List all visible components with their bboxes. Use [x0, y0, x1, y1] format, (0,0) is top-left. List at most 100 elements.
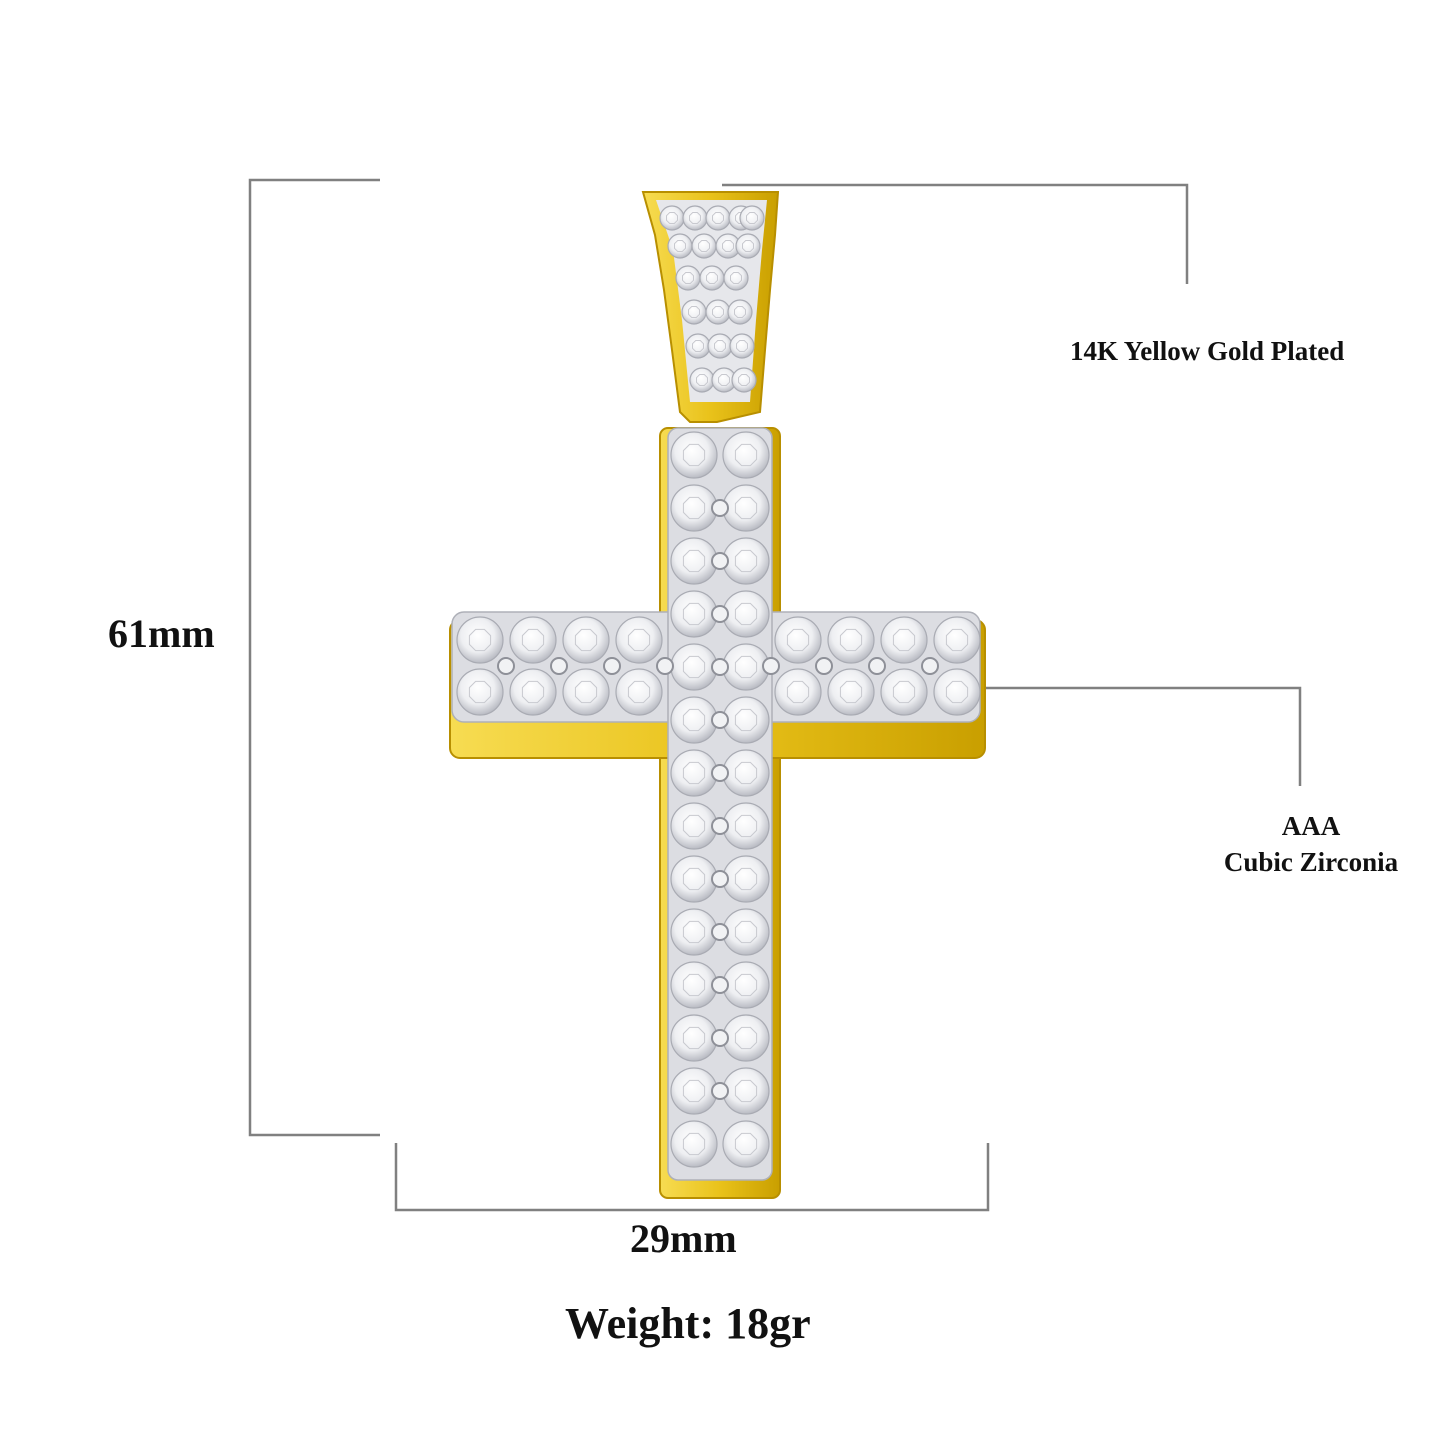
prong [711, 764, 729, 782]
stone [722, 484, 770, 532]
stone-leader-line [860, 686, 1302, 786]
stone-type: Cubic Zirconia [1223, 847, 1399, 877]
stone [722, 1014, 770, 1062]
stone [615, 616, 663, 664]
bail-stones [659, 205, 765, 393]
stone [670, 1067, 718, 1115]
stone [705, 299, 731, 325]
stone [509, 668, 557, 716]
stone [707, 333, 733, 359]
stone [731, 367, 757, 393]
prong [711, 605, 729, 623]
prong [815, 657, 833, 675]
stone [670, 961, 718, 1009]
height-dimension-line [248, 178, 380, 1137]
dimension-lines [248, 178, 1302, 1212]
stone [670, 696, 718, 744]
prong [711, 1082, 729, 1100]
stone [711, 367, 737, 393]
stone [705, 205, 731, 231]
prong [711, 1029, 729, 1047]
stone [675, 265, 701, 291]
stone [456, 668, 504, 716]
prong [762, 657, 780, 675]
prong [921, 657, 939, 675]
stone [509, 616, 557, 664]
width-label: 29mm [630, 1216, 737, 1261]
prong [711, 923, 729, 941]
plating-label: 14K Yellow Gold Plated [1070, 336, 1345, 366]
weight-label: Weight: 18gr [565, 1299, 811, 1348]
stone [722, 802, 770, 850]
stone [880, 616, 928, 664]
stone [735, 233, 761, 259]
stone [670, 590, 718, 638]
cross-stones [456, 431, 981, 1168]
stone [722, 1067, 770, 1115]
stone-label: AAA Cubic Zirconia [1206, 808, 1416, 880]
stone [722, 537, 770, 585]
stone [723, 265, 749, 291]
stone [729, 333, 755, 359]
prong [711, 870, 729, 888]
stone [827, 616, 875, 664]
stone [722, 855, 770, 903]
stone [670, 537, 718, 585]
stone [739, 205, 765, 231]
stone [670, 908, 718, 956]
stone [722, 1120, 770, 1168]
stone [562, 616, 610, 664]
stone [722, 696, 770, 744]
stone [685, 333, 711, 359]
stone [691, 233, 717, 259]
prong [550, 657, 568, 675]
stone [670, 643, 718, 691]
width-dimension-line [394, 1143, 990, 1212]
height-label: 61mm [108, 611, 215, 656]
stone [722, 590, 770, 638]
stone [727, 299, 753, 325]
stone [774, 668, 822, 716]
prong [711, 711, 729, 729]
stone [699, 265, 725, 291]
prong [711, 658, 729, 676]
stone [682, 205, 708, 231]
bail [641, 191, 780, 423]
stone [880, 668, 928, 716]
stone [933, 668, 981, 716]
stone [722, 961, 770, 1009]
stone [670, 1014, 718, 1062]
stone [670, 855, 718, 903]
stone [670, 431, 718, 479]
stone [456, 616, 504, 664]
prong [711, 976, 729, 994]
plating-leader-line [722, 183, 1189, 284]
stone [827, 668, 875, 716]
stone [774, 616, 822, 664]
prong [868, 657, 886, 675]
stone [670, 484, 718, 532]
prong [711, 552, 729, 570]
prong [711, 499, 729, 517]
stone [722, 431, 770, 479]
prong [603, 657, 621, 675]
stone [722, 749, 770, 797]
stone [681, 299, 707, 325]
stone [670, 749, 718, 797]
prong [711, 817, 729, 835]
stone [670, 1120, 718, 1168]
stone [659, 205, 685, 231]
prong [656, 657, 674, 675]
stone [689, 367, 715, 393]
stone [562, 668, 610, 716]
stone [615, 668, 663, 716]
stone [722, 908, 770, 956]
stone [670, 802, 718, 850]
stone-grade: AAA [1281, 811, 1341, 841]
stone [667, 233, 693, 259]
stone [933, 616, 981, 664]
prong [497, 657, 515, 675]
cross-stone-face [451, 427, 981, 1181]
